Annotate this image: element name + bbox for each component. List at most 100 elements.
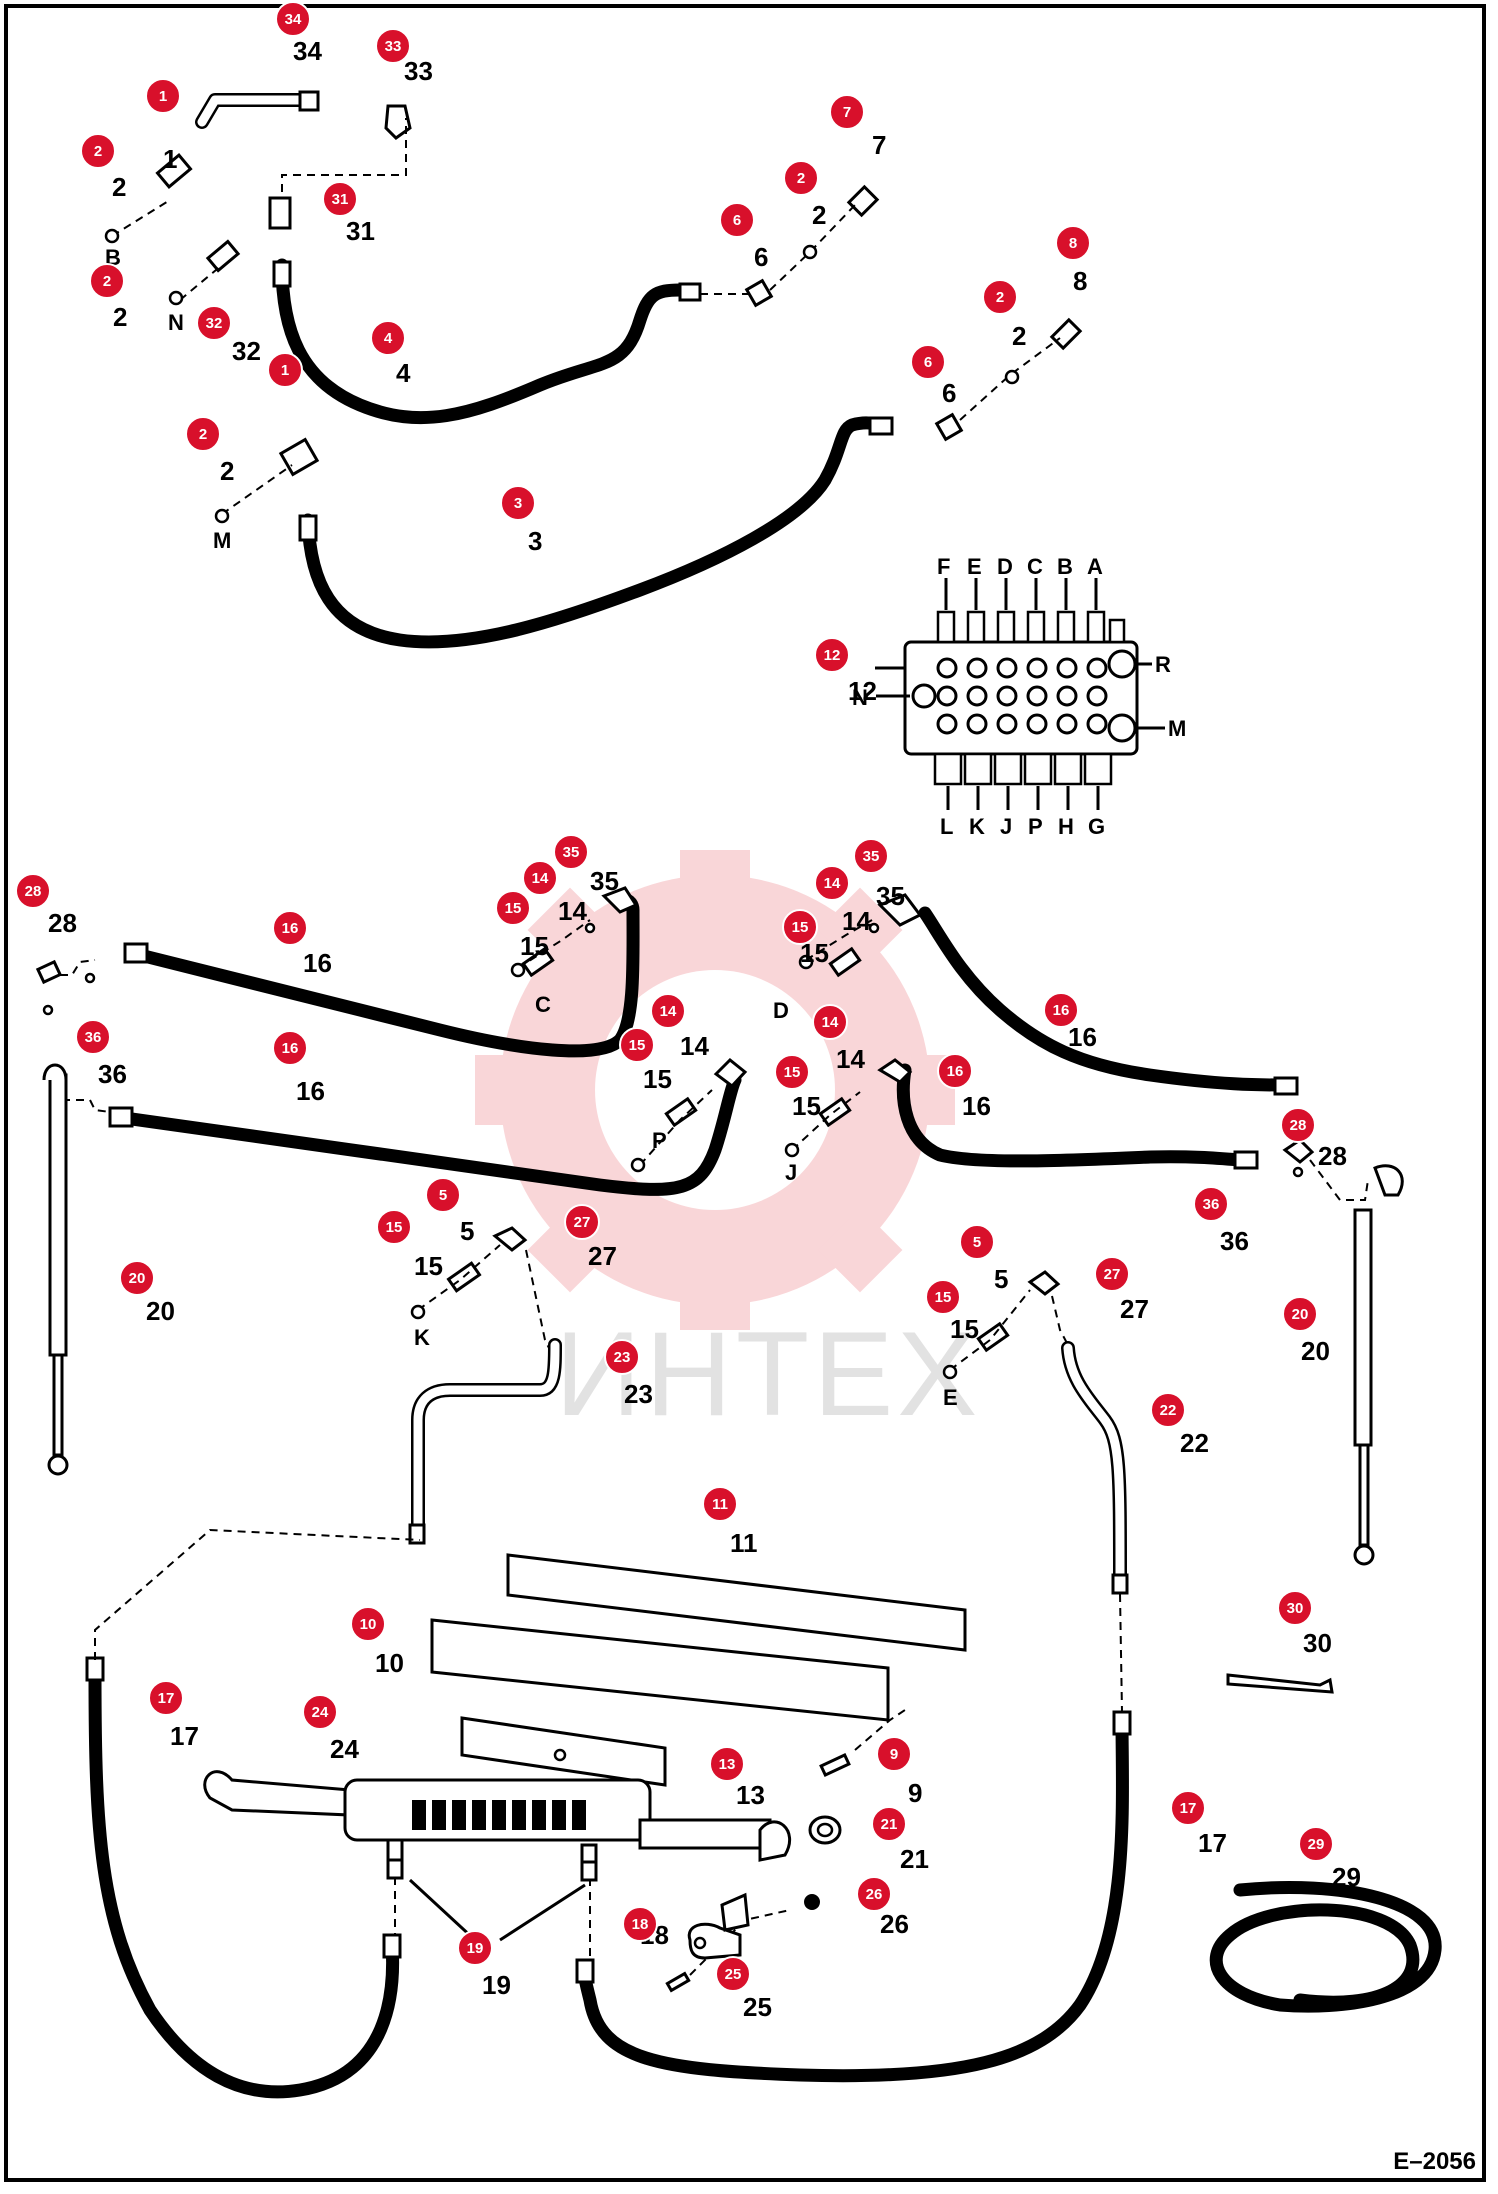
callout-badge[interactable] <box>650 993 686 1029</box>
callout-badge[interactable] <box>715 1956 751 1992</box>
callout-badge[interactable] <box>853 838 889 874</box>
callout-part-9[interactable]: 99 <box>876 1736 922 1808</box>
callout-badge[interactable] <box>15 873 51 909</box>
callout-badge[interactable] <box>145 78 181 114</box>
callout-badge[interactable] <box>619 1027 655 1063</box>
callout-badge[interactable] <box>376 1209 412 1245</box>
callout-part-7[interactable]: 77 <box>829 94 886 160</box>
callout-badge[interactable] <box>1043 992 1079 1028</box>
callout-badge[interactable] <box>370 320 406 356</box>
callout-part-5[interactable]: 55 <box>959 1224 1008 1294</box>
callout-part-6[interactable]: 66 <box>719 202 768 272</box>
callout-part-6[interactable]: 66 <box>910 344 956 408</box>
callout-badge[interactable] <box>275 1 311 37</box>
callout-badge[interactable] <box>1280 1107 1316 1143</box>
callout-badge[interactable] <box>709 1746 745 1782</box>
callout-badge[interactable] <box>719 202 755 238</box>
callout-badge[interactable] <box>814 637 850 673</box>
callout-badge[interactable] <box>1150 1392 1186 1428</box>
callout-badge[interactable] <box>774 1054 810 1090</box>
callout-badge[interactable] <box>1094 1256 1130 1292</box>
callout-badge[interactable] <box>1055 225 1091 261</box>
callout-badge[interactable] <box>80 133 116 169</box>
callout-badge[interactable] <box>267 352 303 388</box>
callout-badge[interactable] <box>982 279 1018 315</box>
callout-badge[interactable] <box>1282 1296 1318 1332</box>
callout-badge[interactable] <box>782 909 818 945</box>
callout-badge[interactable] <box>604 1339 640 1375</box>
callout-badge[interactable] <box>302 1694 338 1730</box>
callout-badge[interactable] <box>457 1930 493 1966</box>
callout-part-4[interactable]: 44 <box>370 320 411 388</box>
callout-badge[interactable] <box>812 1004 848 1040</box>
callout-badge[interactable] <box>89 263 125 299</box>
callout-badge[interactable] <box>876 1736 912 1772</box>
callout-badge[interactable] <box>500 485 536 521</box>
callout-badge[interactable] <box>910 344 946 380</box>
callout-badge[interactable] <box>272 910 308 946</box>
callout-badge[interactable] <box>871 1806 907 1842</box>
callout-badge[interactable] <box>148 1680 184 1716</box>
callout-badge[interactable] <box>1298 1826 1334 1862</box>
callout-badge[interactable] <box>425 1177 461 1213</box>
callout-badge[interactable] <box>272 1030 308 1066</box>
callout-part-2[interactable]: 22 <box>185 416 234 486</box>
callout-part-2[interactable]: 22 <box>89 263 127 332</box>
callout-badge[interactable] <box>322 181 358 217</box>
callout-badge[interactable] <box>925 1279 961 1315</box>
callout-badge[interactable] <box>522 860 558 896</box>
callout-badge[interactable] <box>814 865 850 901</box>
callout-badge[interactable] <box>622 1906 658 1942</box>
callout-badge[interactable] <box>783 160 819 196</box>
callout-badge[interactable] <box>495 890 531 926</box>
callout-badge[interactable] <box>1277 1590 1313 1626</box>
callout-badge[interactable] <box>856 1876 892 1912</box>
callout-badge[interactable] <box>375 28 411 64</box>
callout-part-2[interactable]: 22 <box>783 160 826 230</box>
callout-badge[interactable] <box>553 834 589 870</box>
callout-part-2[interactable]: 22 <box>80 133 126 202</box>
callout-badge[interactable] <box>959 1224 995 1260</box>
callout-badge[interactable] <box>937 1053 973 1089</box>
callout-badge[interactable] <box>1193 1186 1229 1222</box>
callout-badge[interactable] <box>829 94 865 130</box>
callout-badge[interactable] <box>564 1204 600 1240</box>
callout-part-8[interactable]: 88 <box>1055 225 1091 296</box>
callout-badge[interactable] <box>119 1260 155 1296</box>
callout-badge[interactable] <box>350 1606 386 1642</box>
